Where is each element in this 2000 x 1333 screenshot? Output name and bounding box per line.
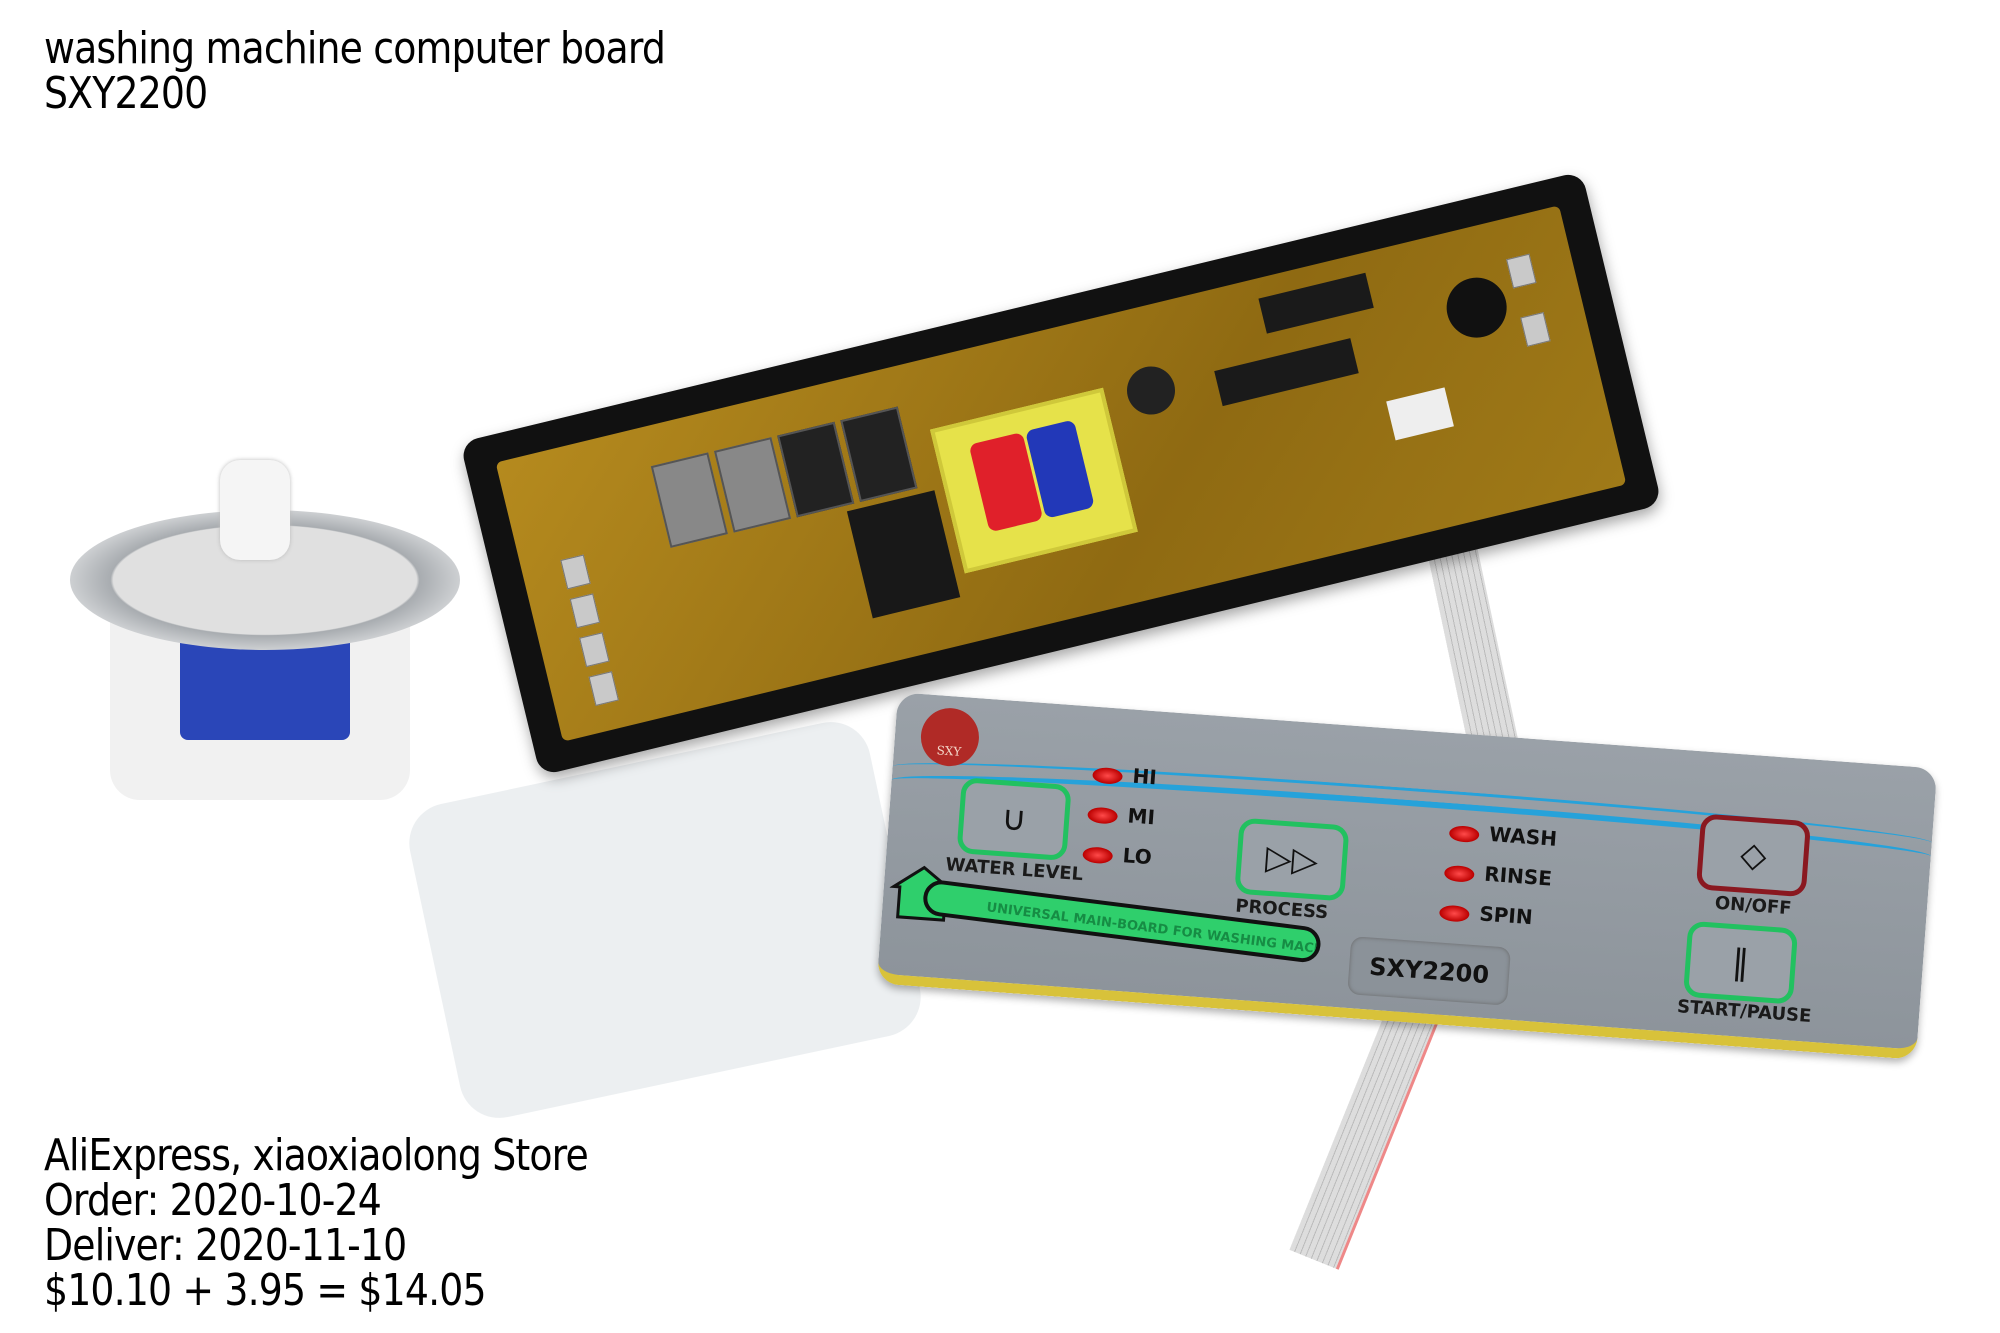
terminal [1520,312,1551,347]
on-off-button[interactable]: ◇ [1695,813,1812,898]
transformer [929,387,1138,574]
process-button[interactable]: ▷▷ [1234,817,1350,902]
ribbon-cable-bottom [1289,990,1444,1270]
title-line-1: washing machine computer board [44,23,666,74]
triac-1 [650,452,728,548]
driver-chip [1258,272,1374,334]
terminal [560,554,591,590]
price-total: $10.10 + 3.95 = $14.05 [44,1265,487,1316]
product-title: washing machine computer board SXY2200 [44,23,666,119]
led-rinse [1443,864,1475,883]
terminal [579,632,610,668]
electrolytic-capacitor [1122,361,1180,420]
led-spin [1438,904,1470,923]
fast-forward-icon: ▷▷ [1264,837,1320,882]
on-off-label: ON/OFF [1714,892,1793,920]
sxy-logo: SXY [918,706,981,769]
order-date: Order: 2020-10-24 [44,1175,382,1226]
water-level-button[interactable]: ∪ [956,777,1072,861]
terminal [569,593,601,629]
led-label-wash: WASH [1488,821,1558,851]
triac-2 [713,437,792,533]
model-badge: SXY2200 [1347,936,1512,1006]
led-label-spin: SPIN [1478,901,1534,930]
water-level-label: WATER LEVEL [944,854,1084,886]
water-level-pressure-switch [70,440,460,860]
delivery-date: Deliver: 2020-11-10 [44,1220,407,1271]
relay [846,490,961,619]
led-label-hi: HI [1131,763,1158,790]
buzzer [1440,271,1513,344]
led-label-rinse: RINSE [1483,861,1553,891]
membrane-control-panel: SXY ∪ WATER LEVEL HI MI LO ▷▷ PROCESS WA… [876,692,1938,1060]
triac-4 [840,406,918,503]
terminal [588,671,619,706]
connector-bag [401,714,929,1126]
led-lo [1082,846,1114,865]
panel-connector [1386,387,1454,441]
pressure-switch-nozzle [220,460,290,560]
pause-icon: ‖ [1730,942,1751,984]
water-basin-icon: ∪ [1000,798,1028,840]
terminal [1506,253,1537,289]
order-info: AliExpress, xiaoxiaolong Store Order: 20… [44,1130,589,1316]
start-pause-button[interactable]: ‖ [1682,920,1799,1005]
title-line-2: SXY2200 [44,68,208,119]
start-pause-label: START/PAUSE [1676,996,1813,1027]
triac-3 [777,421,855,518]
microcontroller-chip [1214,338,1359,407]
store-name: AliExpress, xiaoxiaolong Store [44,1130,589,1181]
power-diamond-icon: ◇ [1738,834,1768,877]
led-label-mi: MI [1126,803,1156,830]
led-label-lo: LO [1121,843,1153,870]
